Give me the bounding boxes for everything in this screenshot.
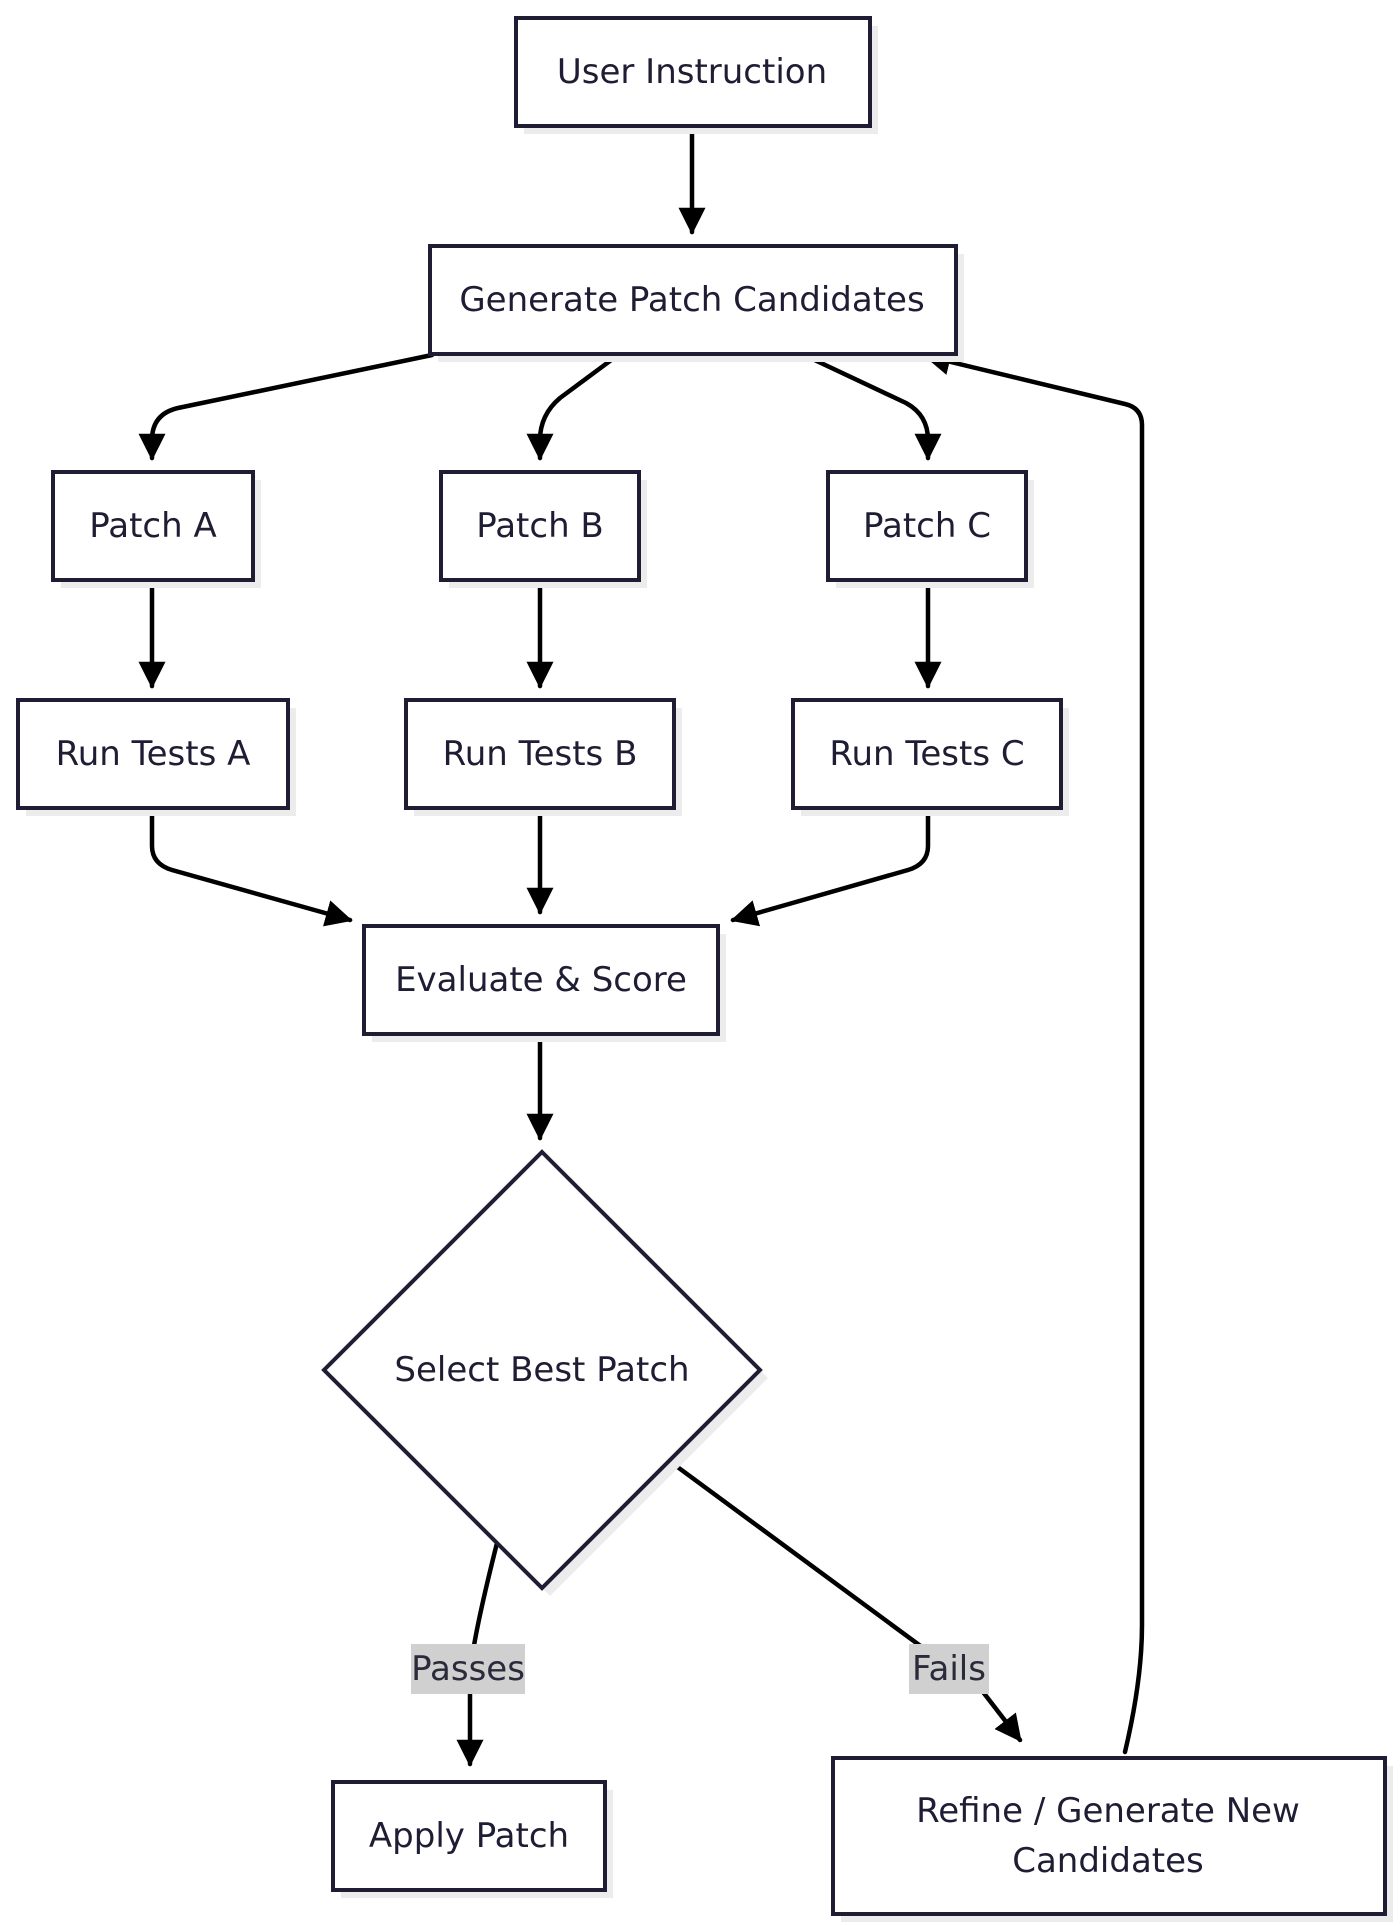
edge-tests-a-to-evaluate	[149, 805, 353, 927]
node-run-tests-c-label: Run Tests C	[829, 734, 1024, 774]
node-evaluate-score-label: Evaluate & Score	[395, 960, 687, 1000]
node-patch-b-label: Patch B	[476, 506, 604, 546]
node-apply-patch-label: Apply Patch	[369, 1816, 569, 1856]
edge-label-fails-group: Fails	[909, 1644, 989, 1694]
edge-generate-to-patch-b	[526, 352, 621, 461]
edge-generate-to-patch-a	[138, 352, 435, 461]
node-patch-c: Patch C	[826, 470, 1034, 588]
node-refine-generate-label-line2: Candidates	[1012, 1841, 1204, 1881]
node-run-tests-c: Run Tests C	[791, 698, 1069, 816]
edge-label-fails-background	[909, 1644, 989, 1694]
node-user-instruction: User Instruction	[514, 16, 878, 134]
node-patch-a-label: Patch A	[89, 506, 216, 546]
node-select-best-patch: Select Best Patch	[321, 1149, 768, 1596]
edge-select-to-refine	[665, 1457, 1023, 1743]
edge-label-passes-group: Passes	[411, 1644, 525, 1694]
node-run-tests-a-label: Run Tests A	[56, 734, 251, 774]
node-refine-generate-label-line1: Refine / Generate New	[916, 1791, 1300, 1831]
node-run-tests-a: Run Tests A	[16, 698, 296, 816]
node-run-tests-b: Run Tests B	[404, 698, 682, 816]
node-patch-b: Patch B	[439, 470, 647, 588]
node-run-tests-b-label: Run Tests B	[443, 734, 638, 774]
edge-refine-to-generate	[923, 348, 1145, 1755]
edge-label-passes: Passes	[411, 1649, 525, 1689]
node-apply-patch: Apply Patch	[331, 1780, 613, 1898]
edge-label-fails: Fails	[912, 1649, 986, 1689]
node-generate-candidates: Generate Patch Candidates	[428, 244, 964, 362]
node-select-best-patch-label: Select Best Patch	[394, 1350, 689, 1390]
node-patch-a: Patch A	[51, 470, 261, 588]
node-patch-c-label: Patch C	[863, 506, 991, 546]
edge-generate-to-patch-c	[801, 352, 942, 461]
node-evaluate-score: Evaluate & Score	[362, 924, 726, 1042]
node-refine-generate: Refine / Generate New Candidates	[831, 1756, 1393, 1922]
edge-label-passes-background	[411, 1644, 525, 1694]
edge-tests-c-to-evaluate	[730, 805, 931, 927]
node-user-instruction-label: User Instruction	[557, 52, 827, 92]
node-generate-candidates-label: Generate Patch Candidates	[459, 280, 924, 320]
